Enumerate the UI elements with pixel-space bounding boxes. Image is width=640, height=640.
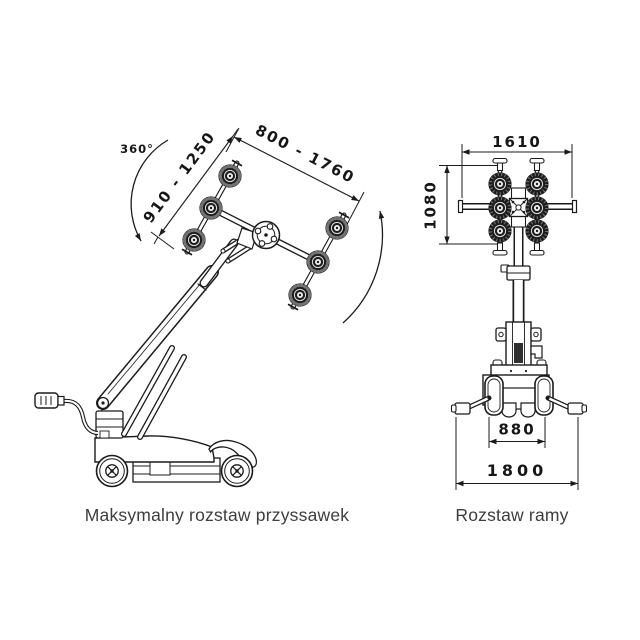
dim-label-pad-field-height: 1080	[422, 180, 440, 230]
suction-cup	[323, 214, 351, 242]
suction-cup	[486, 170, 514, 198]
mast	[495, 226, 543, 369]
suction-cup	[304, 248, 332, 276]
suction-cup	[216, 162, 244, 190]
dim-label-rotation: 360°	[120, 142, 154, 156]
left-wheel	[484, 375, 504, 416]
side-view-dimensions	[130, 127, 385, 324]
suction-cup	[180, 226, 208, 254]
front-pad-assembly	[457, 157, 578, 256]
front-view: 1610 1080 880 1800	[422, 133, 588, 525]
suction-cup	[486, 194, 514, 222]
suction-cup	[286, 281, 314, 309]
rear-wheel	[220, 454, 254, 488]
dim-label-wheel-track: 880	[498, 421, 535, 439]
outriggers	[450, 395, 588, 415]
suction-cup	[486, 217, 514, 245]
boom-tilt-arrow	[342, 210, 385, 324]
front-wheel	[95, 454, 129, 488]
side-view: 800 - 1760 910 - 1250 360°	[34, 121, 385, 525]
suction-cup	[523, 194, 551, 222]
rotator-hub	[251, 220, 281, 250]
suction-cup	[523, 170, 551, 198]
base-frame	[450, 359, 588, 418]
suction-cup	[197, 194, 225, 222]
side-view-caption: Maksymalny rozstaw przyssawek	[85, 505, 350, 525]
dim-line-pad-row-spread	[158, 135, 234, 237]
lifter-chassis	[94, 398, 258, 483]
front-view-caption: Rozstaw ramy	[455, 505, 568, 525]
suction-cup	[523, 217, 551, 245]
telescopic-boom	[96, 238, 239, 440]
dim-line-pad-column-spread	[233, 136, 360, 202]
front-view-dimensions	[439, 144, 579, 490]
dim-label-outrigger-span: 1800	[487, 461, 548, 480]
right-wheel	[534, 375, 554, 416]
suction-pad-frame	[180, 159, 351, 311]
dim-label-crossbar-width: 1610	[492, 133, 542, 151]
rotation-360-arrow	[130, 139, 169, 242]
remote-control-plug	[34, 392, 99, 436]
